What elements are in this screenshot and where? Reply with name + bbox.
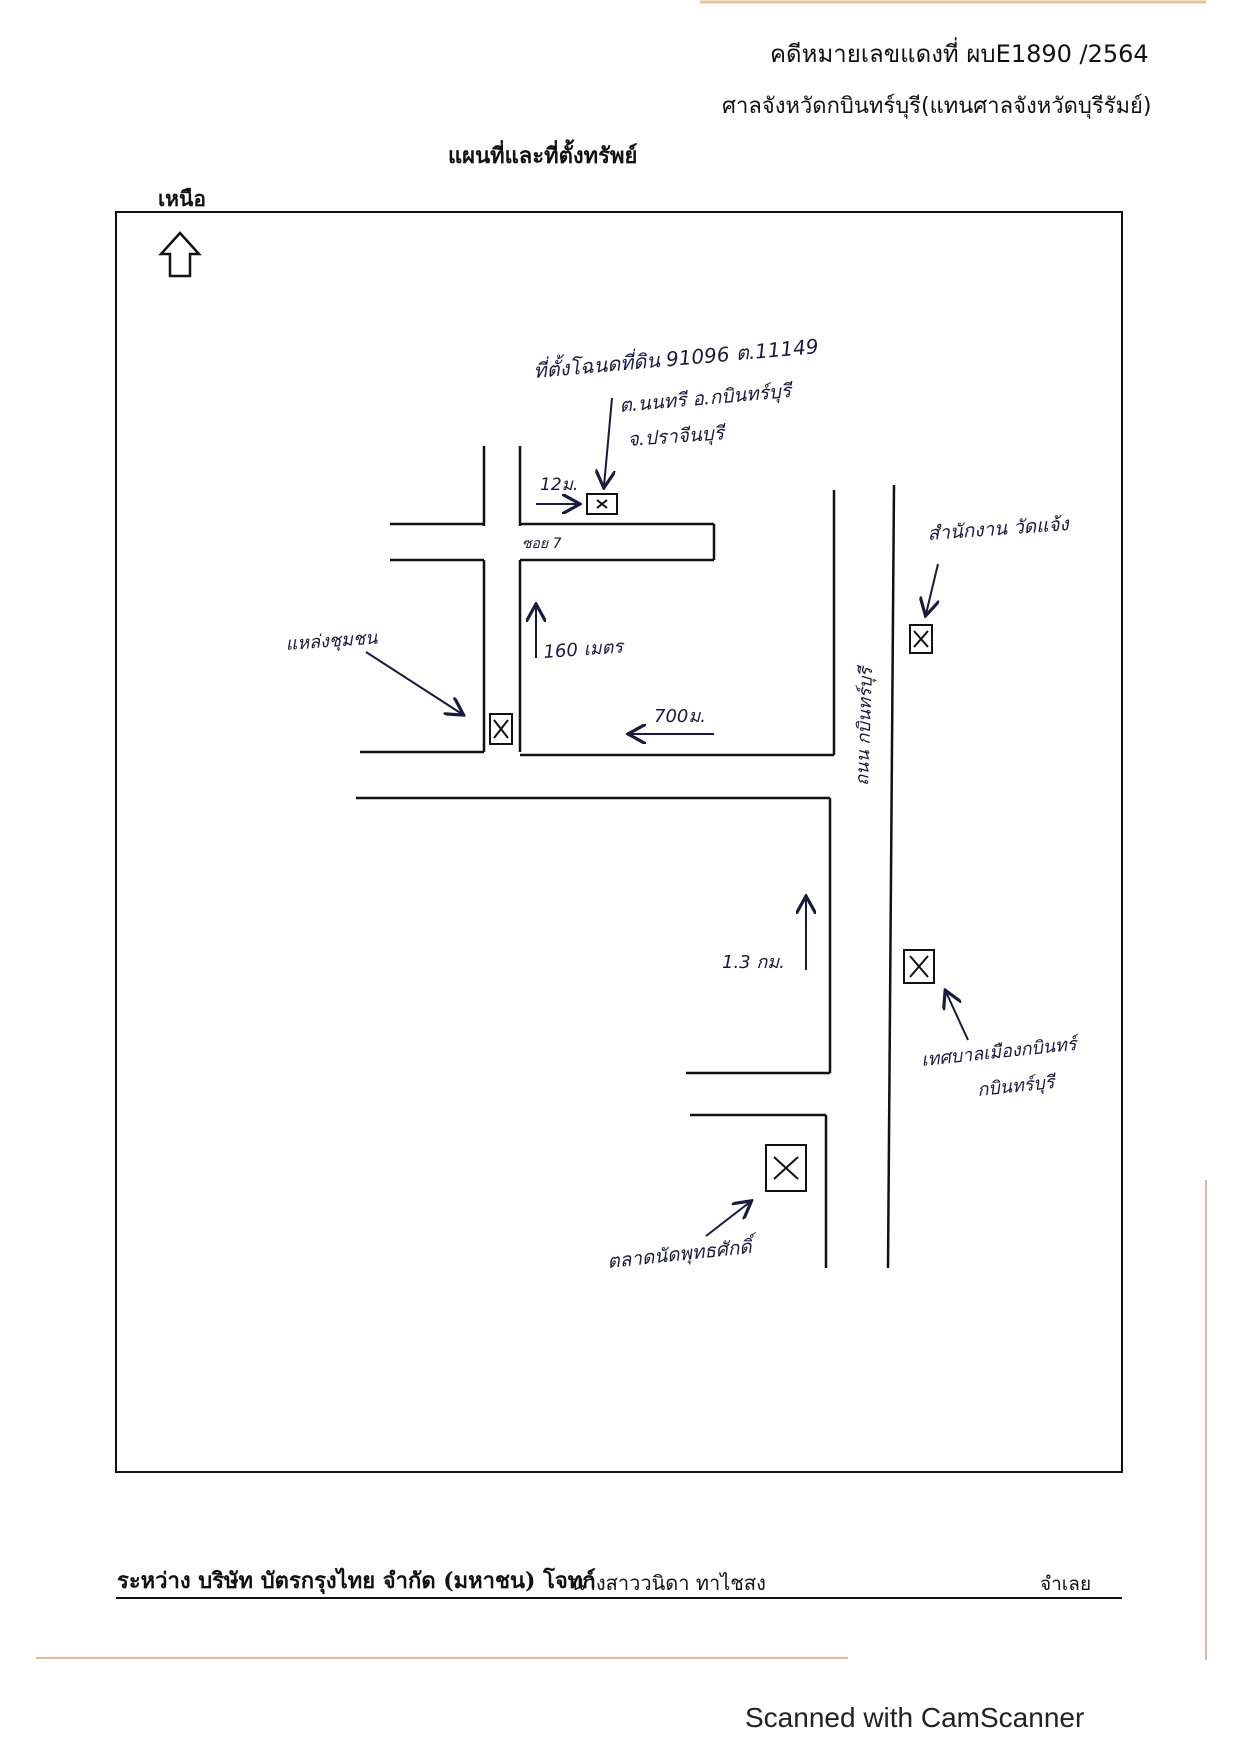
arrow-icon [926,563,938,614]
landmark-marker-icon [903,949,935,984]
court-name: ศาลจังหวัดกบินทร์บุรี(แทนศาลจังหวัดบุรีร… [722,94,1152,119]
landmark-industrial-label-2: กบินทร์บุรี [976,1072,1058,1101]
dist-13km-label: 1.3 กม. [722,952,785,973]
arrow-icon [365,651,462,714]
road-lines [356,446,896,1269]
property-note-1: ที่ตั้งโฉนดที่ดิน 91096 ต.11149 [532,331,819,383]
page-title: แผนที่และที่ตั้งทรัพย์ [448,143,638,169]
arrow-icon [705,1202,750,1237]
footer-defendant: นางสาววนิดา ทาไชสง [571,1571,766,1595]
case-number: คดีหมายเลขแดงที่ ผบE1890 /2564 [770,40,1149,68]
north-label: เหนือ [158,186,206,211]
scanner-watermark: Scanned with CamScanner [745,1702,1085,1733]
dist-12m-label: 12ม. [540,475,578,495]
landmark-school-label: แหล่งชุมชน [285,628,379,655]
property-note-3: จ.ปราจีนบุรี [627,422,728,451]
arrow-icon [604,397,612,486]
landmark-temple-label: สำนักงาน วัดแจ้ง [927,513,1071,545]
map-frame [115,211,1123,1473]
road-name-label: ถนน กบินทร์บุรี [852,664,877,786]
property-marker-icon [586,493,618,515]
dist-160m-label: 160 เมตร [543,636,626,663]
dist-700m-label: 700ม. [654,706,706,727]
arrow-icon [946,992,969,1041]
up-arrow-icon [158,231,202,278]
landmark-marker-icon [765,1144,807,1192]
landmark-marker-icon [909,624,933,654]
landmark-industrial-label-1: เทศบาลเมืองกบินทร์ [920,1033,1081,1071]
landmark-marker-icon [489,713,513,745]
alley-label: ซอย 7 [522,536,562,552]
landmark-market-label: ตลาดนัดพุทธศักดิ์ [606,1231,760,1273]
footer-role: จำเลย [1040,1573,1092,1595]
footer-parties: ระหว่าง บริษัท บัตรกรุงไทย จำกัด (มหาชน)… [117,1568,596,1594]
property-note-2: ต.นนทรี อ.กบินทร์บุรี [619,380,795,417]
